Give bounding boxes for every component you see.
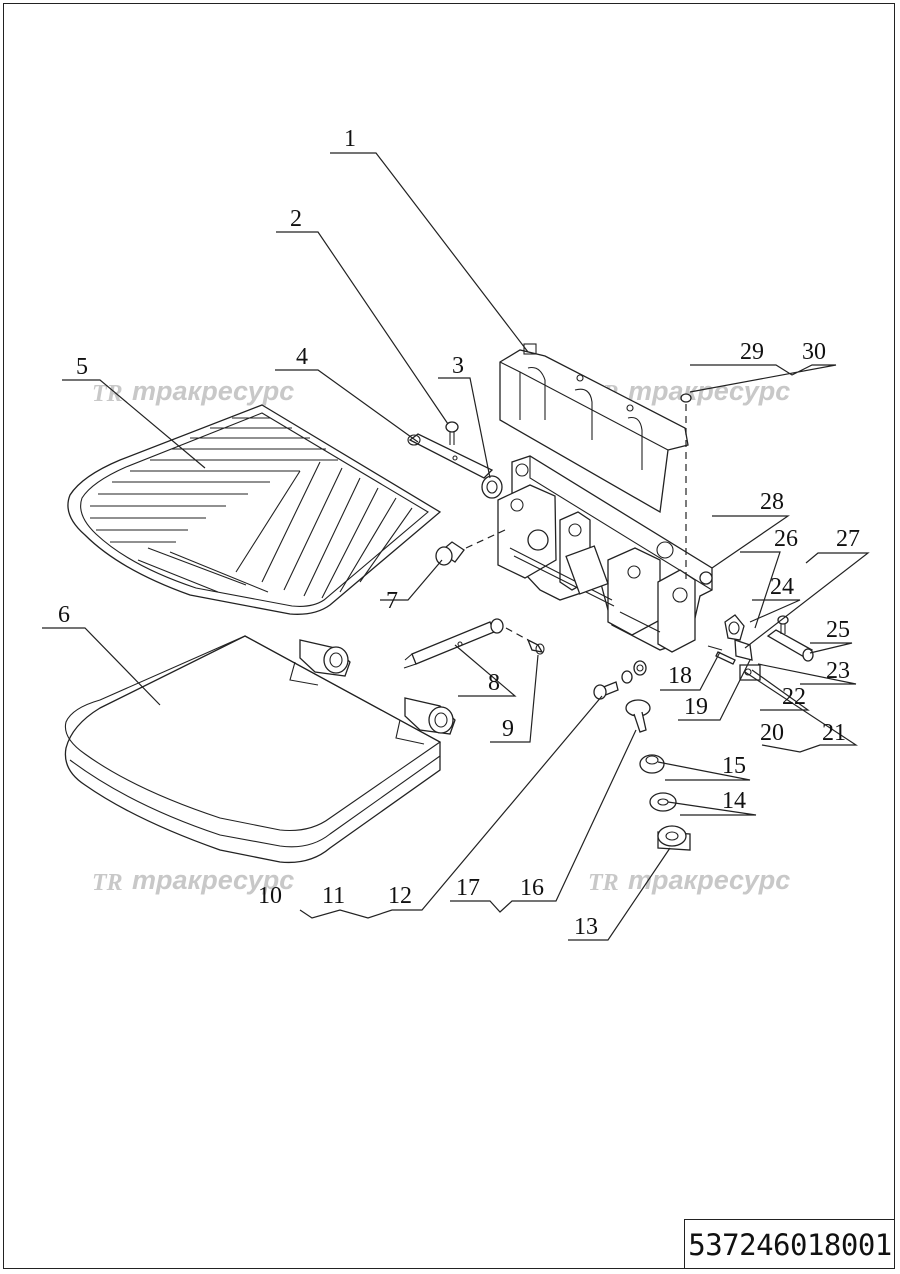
part-19-bolt — [715, 651, 736, 665]
svg-text:TR: TR — [92, 870, 123, 896]
document-number: 537246018001 — [684, 1219, 895, 1269]
cushion-ribs — [90, 417, 413, 599]
callout-2: 2 — [290, 206, 302, 232]
callout-21: 21 — [822, 720, 846, 746]
part-12-washer — [633, 660, 647, 676]
callout-15: 15 — [722, 753, 746, 779]
callout-8: 8 — [488, 670, 500, 696]
part-29-screw — [680, 393, 692, 403]
callout-28: 28 — [760, 489, 784, 515]
callout-29: 29 — [740, 339, 764, 365]
callout-30: 30 — [802, 339, 826, 365]
callout-20: 20 — [760, 720, 784, 746]
callout-9: 9 — [502, 716, 514, 742]
svg-text:тракресурс: тракресурс — [628, 376, 790, 406]
svg-text:TR: TR — [588, 870, 619, 896]
callout-13: 13 — [574, 914, 598, 940]
seat-hinge-tube-top — [289, 639, 351, 686]
part-3-bushing — [481, 475, 503, 499]
callout-25: 25 — [826, 617, 850, 643]
assembly-axis-8 — [505, 627, 529, 641]
svg-text:тракресурс: тракресурс — [628, 865, 790, 895]
watermark-bottom-right: TR тракресурс — [588, 865, 790, 896]
callout-27: 27 — [836, 526, 860, 552]
part-18-pin — [707, 645, 723, 651]
seat-hinge-tube-bottom — [395, 697, 456, 745]
callout-labels: 1 2 3 4 5 6 7 8 9 10 11 12 13 14 15 16 1… — [58, 126, 860, 940]
part-26-block — [734, 639, 753, 661]
part-7-knob — [435, 541, 465, 566]
part-23-screw — [777, 615, 789, 634]
svg-text:тракресурс: тракресурс — [132, 376, 294, 406]
callout-24: 24 — [770, 574, 794, 600]
part-10-bolt — [593, 681, 619, 700]
washer-hole — [636, 664, 644, 672]
part-15-nut — [639, 754, 665, 774]
callout-23: 23 — [826, 658, 850, 684]
part-2-screw — [445, 421, 459, 445]
part-seat-cushion — [67, 404, 442, 615]
svg-text:тракресурс: тракресурс — [132, 865, 294, 895]
part-cover — [499, 343, 689, 514]
watermark-top-left: TR тракресурс — [92, 376, 294, 407]
part-4-pin — [407, 433, 494, 479]
sheet-border — [3, 3, 895, 1269]
part-seat-pan — [64, 635, 456, 864]
part-14-washer — [649, 792, 677, 812]
callout-17: 17 — [456, 875, 480, 901]
part-25-shaft — [766, 629, 814, 662]
callout-7: 7 — [386, 588, 398, 614]
callout-3: 3 — [452, 353, 464, 379]
part-11-washer — [621, 670, 633, 684]
part-24-clamp — [724, 614, 745, 641]
callout-12: 12 — [388, 883, 412, 909]
leader-lines — [42, 152, 870, 941]
part-13-sleeve — [657, 825, 691, 851]
callout-19: 19 — [684, 694, 708, 720]
callout-10: 10 — [258, 883, 282, 909]
part-16-pin — [625, 699, 651, 733]
svg-text:TR: TR — [92, 381, 123, 407]
callout-1: 1 — [344, 126, 356, 152]
callout-18: 18 — [668, 663, 692, 689]
callout-5: 5 — [76, 354, 88, 380]
watermark-bottom-left: TR тракресурс — [92, 865, 294, 896]
callout-16: 16 — [520, 875, 544, 901]
callout-6: 6 — [58, 602, 70, 628]
callout-4: 4 — [296, 344, 308, 370]
callout-22: 22 — [782, 684, 806, 710]
part-8-gas-spring — [403, 618, 504, 669]
part-20-bracket — [739, 664, 761, 681]
callout-11: 11 — [322, 883, 345, 909]
callout-26: 26 — [774, 526, 798, 552]
callout-14: 14 — [722, 788, 746, 814]
part-9-bolt — [526, 638, 545, 655]
part-bracket-assembly — [497, 455, 713, 653]
